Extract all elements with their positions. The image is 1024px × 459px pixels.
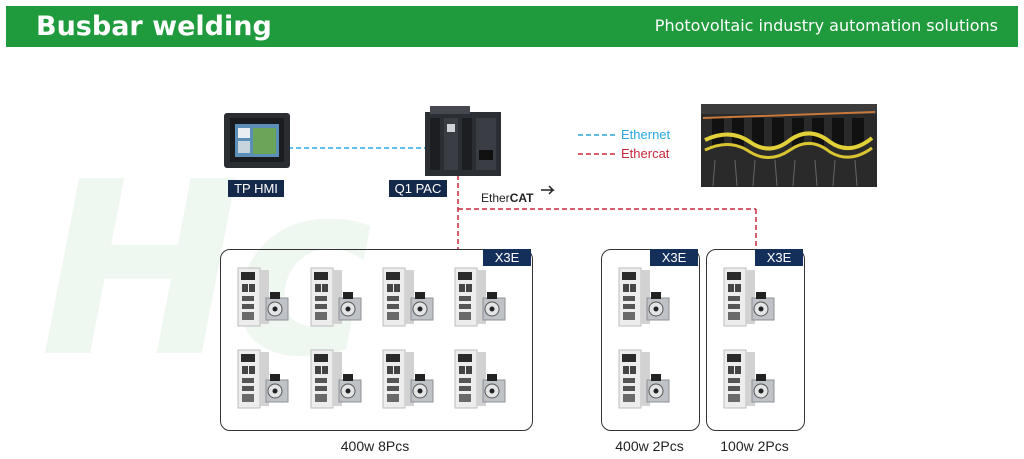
- group-3-caption: 100w 2Pcs: [720, 438, 789, 454]
- group-2-tag: X3E: [650, 249, 698, 266]
- servo-motor-icon: [751, 292, 775, 321]
- servo-drive-icon: [618, 349, 650, 409]
- servo-drive-icon: [237, 349, 269, 409]
- ethercat-bus-suffix: CAT: [509, 191, 534, 205]
- ethercat-bus-label: EtherCAT: [481, 191, 533, 205]
- hmi-label: TP HMI: [228, 180, 284, 197]
- hmi-device-icon: [224, 113, 290, 168]
- servo-group-2: [601, 249, 700, 431]
- group-2-caption: 400w 2Pcs: [615, 438, 684, 454]
- legend-ethercat-label: Ethercat: [621, 146, 670, 161]
- page-title: Busbar welding: [36, 11, 272, 42]
- ethercat-bus-prefix: Ether: [481, 191, 510, 205]
- legend-ethernet-label: Ethernet: [621, 127, 671, 142]
- header-bar: Busbar welding Photovoltaic industry aut…: [6, 6, 1018, 47]
- servo-drive-icon: [382, 267, 414, 327]
- servo-motor-icon: [482, 292, 506, 321]
- ethercat-arrow-icon: [541, 185, 555, 195]
- group-1-caption: 400w 8Pcs: [340, 438, 410, 454]
- servo-motor-icon: [646, 292, 670, 321]
- servo-motor-icon: [338, 292, 362, 321]
- welding-machine-photo: [701, 104, 877, 187]
- servo-motor-icon: [482, 374, 506, 403]
- servo-drive-icon: [454, 349, 486, 409]
- servo-drive-icon: [310, 349, 342, 409]
- servo-drive-icon: [723, 267, 755, 327]
- pac-label: Q1 PAC: [389, 180, 447, 197]
- servo-motor-icon: [265, 292, 289, 321]
- servo-drive-icon: [382, 349, 414, 409]
- servo-group-1: [220, 249, 533, 431]
- servo-motor-icon: [410, 374, 434, 403]
- servo-motor-icon: [265, 374, 289, 403]
- servo-drive-icon: [618, 267, 650, 327]
- servo-drive-icon: [723, 349, 755, 409]
- group-1-tag: X3E: [483, 249, 531, 266]
- group-3-tag: X3E: [755, 249, 803, 266]
- pac-device-icon: [425, 106, 501, 176]
- servo-motor-icon: [410, 292, 434, 321]
- servo-motor-icon: [338, 374, 362, 403]
- servo-group-3: [706, 249, 805, 431]
- servo-drive-icon: [310, 267, 342, 327]
- page-subtitle: Photovoltaic industry automation solutio…: [654, 16, 998, 35]
- servo-drive-icon: [454, 267, 486, 327]
- servo-motor-icon: [646, 374, 670, 403]
- servo-drive-icon: [237, 267, 269, 327]
- servo-motor-icon: [751, 374, 775, 403]
